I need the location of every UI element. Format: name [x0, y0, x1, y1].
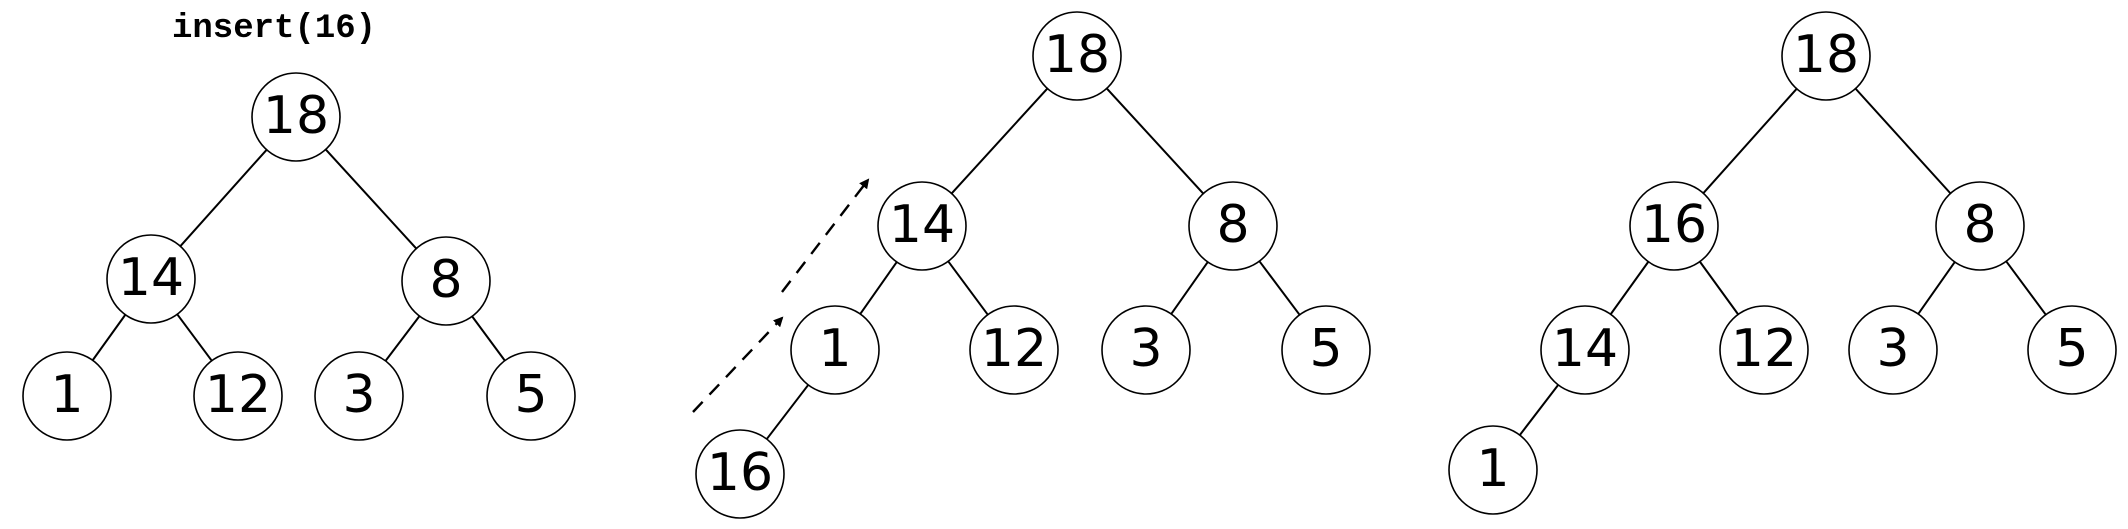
tree-1-node-14-circle	[106, 234, 196, 324]
tree-3-edge-18-8	[1854, 87, 1952, 195]
tree-1-edge-18-14	[179, 149, 268, 247]
tree-2-edge-8-3	[1170, 261, 1209, 315]
tree-1-node-5-label: 5	[514, 365, 547, 425]
tree-3-node-16-circle	[1629, 181, 1719, 271]
tree-3-edge-8-3	[1917, 261, 1956, 315]
tree-3-node-8: 8	[1935, 181, 2025, 271]
tree-3-node-14-circle	[1540, 305, 1630, 395]
tree-1-edge-18-8	[324, 148, 418, 250]
tree-2-node-5-label: 5	[1309, 319, 1342, 379]
tree-3-edge-18-16	[1702, 88, 1798, 194]
tree-2-edge-18-8	[1106, 87, 1204, 195]
tree-3-edge-8-5	[2005, 260, 2047, 316]
tree-1-node-18-circle	[251, 72, 341, 162]
tree-2-node-12-circle	[969, 305, 1059, 395]
tree-2-edge-14-12	[947, 260, 989, 316]
tree-2-node-18-label: 18	[1044, 25, 1110, 85]
tree-2-edge-14-1	[859, 261, 898, 315]
tree-2-node-1-label: 1	[818, 319, 851, 379]
tree-2-node-1-circle	[790, 305, 880, 395]
tree-1-node-3: 3	[314, 351, 404, 441]
tree-2-node-18: 18	[1032, 11, 1122, 101]
tree-2-node-1: 1	[790, 305, 880, 395]
tree-1-node-14: 14	[106, 234, 196, 324]
tree-3-node-3-label: 3	[1876, 319, 1909, 379]
tree-3-node-3-circle	[1848, 305, 1938, 395]
tree-2-node-18-circle	[1032, 11, 1122, 101]
tree-1-node-1: 1	[22, 351, 112, 441]
tree-2-node-3-circle	[1101, 305, 1191, 395]
tree-1-edge-8-5	[471, 315, 506, 362]
tree-3-node-1-circle	[1448, 425, 1538, 515]
tree-2-node-16: 16	[695, 429, 785, 519]
tree-1-node-3-label: 3	[342, 365, 375, 425]
tree-2-node-3: 3	[1101, 305, 1191, 395]
sift-up-arrow-upper	[781, 178, 870, 293]
tree-3-node-18-circle	[1781, 11, 1871, 101]
tree-2-node-8: 8	[1188, 181, 1278, 271]
tree-3-node-1: 1	[1448, 425, 1538, 515]
tree-3-node-5: 5	[2027, 305, 2117, 395]
tree-2-edge-18-14	[950, 87, 1049, 195]
tree-1-edge-14-12	[176, 313, 213, 362]
tree-3-node-16-label: 16	[1641, 195, 1707, 255]
tree-3-node-18: 18	[1781, 11, 1871, 101]
tree-2-node-16-label: 16	[707, 443, 773, 503]
tree-1-node-8-label: 8	[429, 250, 462, 310]
tree-1-edge-8-3	[384, 315, 421, 362]
tree-1-node-1-label: 1	[50, 365, 83, 425]
tree-3-node-5-circle	[2027, 305, 2117, 395]
tree-1-node-14-label: 14	[118, 248, 184, 308]
tree-3-edge-16-14	[1609, 261, 1650, 315]
tree-1-node-12-circle	[193, 351, 283, 441]
tree-1-node-18: 18	[251, 72, 341, 162]
tree-2-edge-8-5	[1258, 260, 1301, 316]
tree-3-node-16: 16	[1629, 181, 1719, 271]
tree-1-node-8: 8	[401, 236, 491, 326]
tree-3-edge-14-1	[1518, 384, 1560, 436]
operation-caption: insert(16)	[172, 10, 377, 48]
tree-2-node-5: 5	[1281, 305, 1371, 395]
tree-1-node-18-label: 18	[263, 86, 329, 146]
sift-up-arrow-lower	[692, 316, 784, 413]
tree-3-node-8-circle	[1935, 181, 2025, 271]
tree-2-node-14: 14	[877, 181, 967, 271]
tree-2-node-12-label: 12	[981, 319, 1047, 379]
tree-1-node-3-circle	[314, 351, 404, 441]
tree-1-edge-14-1	[91, 314, 127, 361]
tree-3-edge-16-12	[1699, 261, 1739, 315]
tree-3-node-5-label: 5	[2055, 319, 2088, 379]
tree-1-node-8-circle	[401, 236, 491, 326]
tree-2-node-14-circle	[877, 181, 967, 271]
tree-3-node-18-label: 18	[1793, 25, 1859, 85]
tree-3-node-1-label: 1	[1476, 439, 1509, 499]
tree-3-node-12-label: 12	[1731, 319, 1797, 379]
tree-2-edge-1-16	[765, 384, 810, 440]
tree-2-node-12: 12	[969, 305, 1059, 395]
tree-1-node-1-circle	[22, 351, 112, 441]
tree-3-node-8-label: 8	[1963, 195, 1996, 255]
tree-1-node-5: 5	[486, 351, 576, 441]
tree-1-node-5-circle	[486, 351, 576, 441]
tree-3-node-14-label: 14	[1552, 319, 1618, 379]
tree-2-node-5-circle	[1281, 305, 1371, 395]
tree-1-node-12-label: 12	[205, 365, 271, 425]
tree-1-node-12: 12	[193, 351, 283, 441]
tree-3-node-3: 3	[1848, 305, 1938, 395]
tree-2-node-16-circle	[695, 429, 785, 519]
tree-2-node-3-label: 3	[1129, 319, 1162, 379]
tree-2-node-14-label: 14	[889, 195, 955, 255]
tree-3-node-14: 14	[1540, 305, 1630, 395]
tree-2-node-8-label: 8	[1216, 195, 1249, 255]
tree-3-node-12: 12	[1719, 305, 1809, 395]
tree-3-node-12-circle	[1719, 305, 1809, 395]
tree-2-node-8-circle	[1188, 181, 1278, 271]
